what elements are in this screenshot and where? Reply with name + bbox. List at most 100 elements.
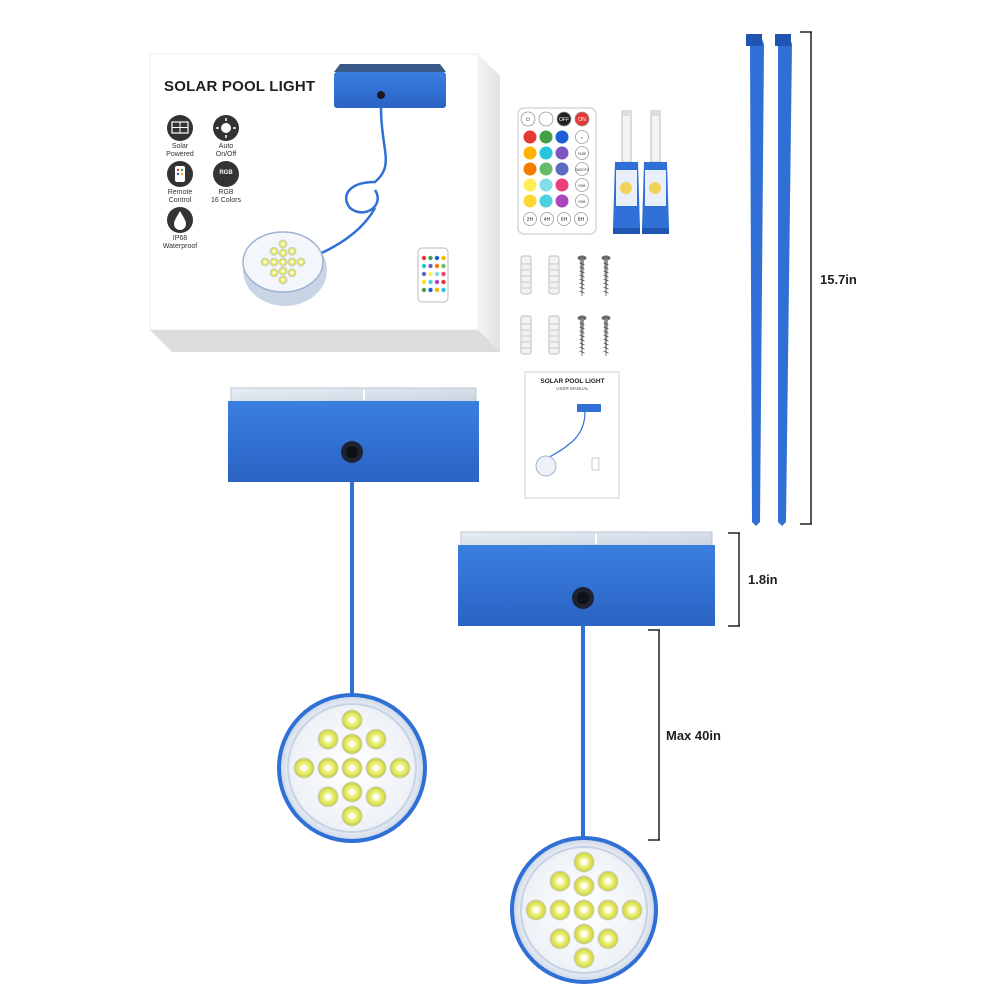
remote-color-button [555,178,569,192]
led-bulb [365,786,387,808]
mini-remote-button [434,263,440,269]
mini-remote-button [434,287,440,293]
mini-remote-button [441,255,446,261]
led-bulb [341,781,363,803]
remote-color-button [539,162,553,176]
remote-timer-label: 8H [578,217,585,223]
box-remote-image [417,247,449,303]
solar-panel-icon [167,115,193,141]
remote-color-button [523,130,537,144]
mini-remote-button [428,279,433,285]
remote-top-button-label: ⏻ [526,117,530,123]
led-bulb [549,899,571,921]
mini-remote-button [421,279,427,285]
remote-color-button [523,162,537,176]
manual-title: SOLAR POOL LIGHT [540,378,605,385]
led-bulb [269,246,279,256]
solar-unit-left [228,387,479,694]
led-bulb [341,805,363,827]
rgb-icon [213,161,239,187]
led-bulb [573,923,595,945]
remote-mode-button: SMOOTH [575,162,590,176]
cable-tie-1 [746,34,764,526]
mini-remote-button [434,279,440,285]
led-bulb [573,851,595,873]
led-bulb [597,928,619,950]
screw [577,315,587,356]
remote-timer-button: 8H [574,212,588,226]
box-title: SOLAR POOL LIGHT [164,78,316,95]
remote-top-button [538,111,554,127]
led-bulb [287,268,297,278]
remote-mode-label: FADE [578,152,586,156]
wall-anchors-and-screws [520,255,611,356]
remote-mode-label: RGB [579,200,586,204]
led-bulb [287,257,297,267]
wall-anchor [520,315,532,355]
mini-remote-button [434,255,440,261]
led-bulb [341,757,363,779]
led-bulb [287,246,297,256]
screw [601,255,611,296]
led-bulb [597,899,619,921]
remote-timer-button: 4H [540,212,554,226]
glue-tube-1 [613,110,640,234]
led-bulb [317,728,339,750]
glue-tube-2 [642,110,669,234]
led-bulb [293,757,315,779]
remote-mode-label: SMOOTH [575,168,590,172]
led-bulb [597,870,619,892]
mini-remote-button [434,271,440,277]
strap-length-dimension-line [800,31,812,525]
remote-mode-button: RGB [575,194,589,208]
led-bulb [317,757,339,779]
remote-mode-label: RGB [579,184,586,188]
remote-color-button [523,194,537,208]
remote-color-button [539,146,553,160]
led-bulb [317,786,339,808]
led-bulb [269,268,279,278]
led-bulb [269,257,279,267]
height-dimension-line [728,532,740,627]
mini-remote-button [441,271,446,277]
wall-anchor [548,315,560,355]
remote-color-button [523,146,537,160]
remote-mode-label: ☀ [581,136,584,140]
led-bulb [278,257,288,267]
strap-length-label: 15.7in [820,272,857,287]
led-bulb [365,728,387,750]
manual-subtitle: USER MANUAL [556,386,589,391]
remote-color-button [539,178,553,192]
mini-remote-button [428,263,433,269]
led-bulb [278,248,288,258]
led-bulb [525,899,547,921]
cable-length-label: Max 40in [666,728,721,743]
feature-remote-control-label: Remote Control [167,189,193,204]
retail-box [149,53,500,352]
led-bulb [573,875,595,897]
led-bulb [278,275,288,285]
remote-color-button [539,130,553,144]
feature-rgb-label: RGB 16 Colors [211,189,241,204]
led-bulb [549,870,571,892]
remote-color-button [539,194,553,208]
led-bulb [341,709,363,731]
mini-remote-button [441,287,446,293]
remote-timer-button: 2H [523,212,537,226]
rgb-badge: RGB [219,170,233,176]
remote-top-button-label: OFF [559,117,569,123]
remote-mode-button: ☀ [575,130,589,144]
led-bulb [573,899,595,921]
screw [601,315,611,356]
led-bulb [296,257,306,267]
led-bulb [549,928,571,950]
remote-control-icon [167,161,193,187]
mini-remote-button [441,263,446,269]
cable-tie-2 [775,34,792,526]
wall-anchor [520,255,532,295]
cable-length-dimension-line [648,629,660,841]
remote-color-button [555,194,569,208]
remote-top-button: OFF [556,111,572,127]
